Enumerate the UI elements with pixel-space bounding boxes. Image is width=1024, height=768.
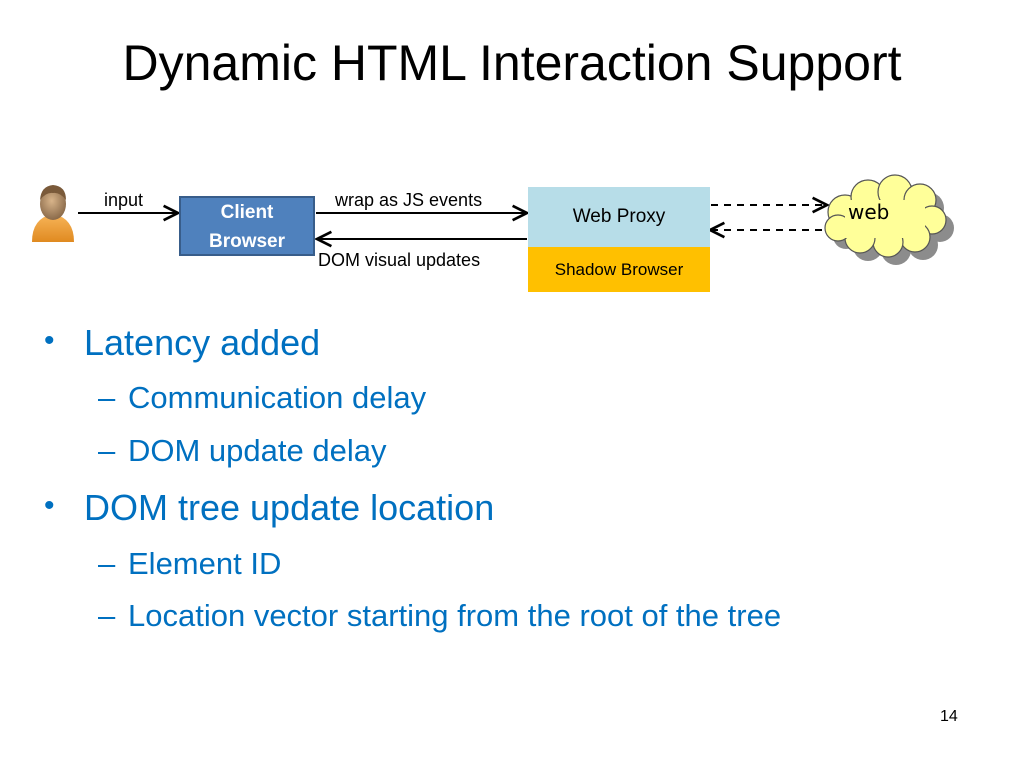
- wrap-events-label: wrap as JS events: [335, 190, 483, 210]
- page-number: 14: [940, 708, 958, 725]
- sub-bullet-item: DOM update delay: [128, 433, 387, 468]
- sub-bullet-item: Element ID: [128, 546, 282, 581]
- cloud-label: web: [848, 200, 890, 224]
- bullet-dot: •: [44, 489, 55, 522]
- bullet-dot: •: [44, 324, 55, 357]
- sub-bullet-dash: –: [98, 380, 116, 415]
- architecture-diagram: [32, 174, 954, 265]
- sub-bullet-dash: –: [98, 546, 116, 581]
- bullet-item: Latency added: [84, 322, 321, 363]
- input-label: input: [104, 190, 144, 210]
- sub-bullet-item: Location vector starting from the root o…: [128, 598, 782, 633]
- user-avatar-icon: [32, 185, 74, 242]
- web-proxy-box: Web Proxy: [528, 187, 710, 247]
- client-box-line1: Client: [220, 202, 274, 223]
- shadow-browser-box: Shadow Browser: [528, 247, 710, 292]
- slide-title: Dynamic HTML Interaction Support: [122, 35, 902, 91]
- sub-bullet-dash: –: [98, 433, 116, 468]
- dom-updates-label: DOM visual updates: [318, 250, 481, 270]
- client-box-line2: Browser: [208, 231, 286, 252]
- sub-bullet-dash: –: [98, 598, 116, 633]
- client-browser-box: Client Browser: [179, 196, 315, 256]
- sub-bullet-item: Communication delay: [128, 380, 427, 415]
- bullet-item: DOM tree update location: [84, 487, 495, 528]
